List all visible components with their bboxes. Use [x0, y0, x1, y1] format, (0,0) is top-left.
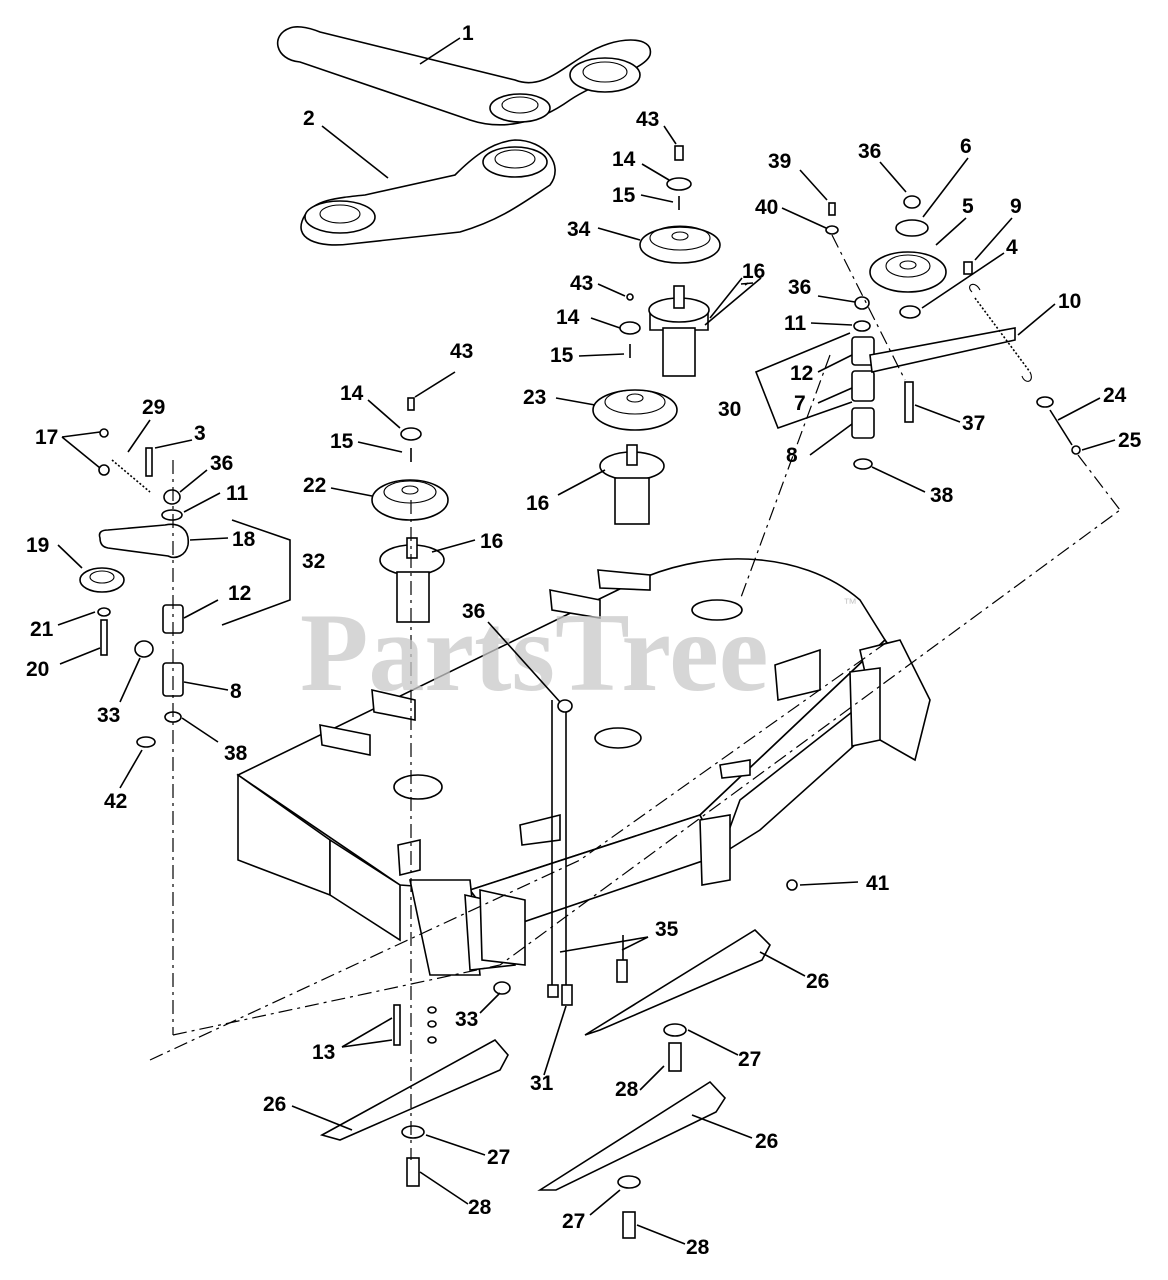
callout-30: 30 [718, 398, 741, 421]
callout-1: 1 [462, 22, 474, 45]
watermark-text: PartsTree [300, 591, 769, 715]
callout-15: 15 [612, 184, 636, 207]
callout-17: 17 [35, 426, 58, 449]
callout-42: 42 [104, 790, 127, 813]
callout-3: 3 [194, 422, 206, 445]
left-spindle-stack[interactable] [371, 397, 449, 623]
callout-27: 27 [738, 1048, 761, 1071]
blade-hardware[interactable] [401, 1023, 687, 1239]
callout-28: 28 [686, 1236, 710, 1259]
right-idler-assembly[interactable] [825, 195, 1081, 470]
callout-38: 38 [224, 742, 248, 765]
callout-12: 12 [790, 362, 813, 385]
callout-22: 22 [303, 474, 326, 497]
callout-43: 43 [570, 272, 593, 295]
callout-4: 4 [1006, 236, 1018, 259]
callout-33: 33 [455, 1008, 478, 1031]
callout-25: 25 [1118, 429, 1142, 452]
belt-lower[interactable] [300, 139, 556, 246]
callout-20: 20 [26, 658, 49, 681]
callout-14: 14 [556, 306, 580, 329]
belt-upper[interactable] [276, 26, 652, 126]
callout-16: 16 [480, 530, 503, 553]
left-idler-assembly[interactable] [79, 428, 190, 748]
callout-16: 16 [526, 492, 549, 515]
callout-15: 15 [550, 344, 574, 367]
callout-36: 36 [858, 140, 881, 163]
callout-28: 28 [468, 1196, 492, 1219]
callout-36: 36 [462, 600, 485, 623]
callout-38: 38 [930, 484, 954, 507]
callout-7: 7 [794, 392, 806, 415]
callout-5: 5 [962, 195, 974, 218]
callout-34: 34 [567, 218, 591, 241]
alignment-lines [149, 234, 1121, 1160]
mower-deck[interactable] [236, 558, 931, 976]
callout-40: 40 [755, 196, 778, 219]
callout-6: 6 [960, 135, 972, 158]
callout-26: 26 [755, 1130, 778, 1153]
callout-11: 11 [784, 312, 807, 335]
watermark-trademark: ™ [843, 595, 857, 611]
callout-27: 27 [562, 1210, 585, 1233]
callout-21: 21 [30, 618, 54, 641]
blade-right[interactable] [584, 928, 771, 1036]
deck-hardware[interactable] [393, 699, 798, 1046]
callout-24: 24 [1103, 384, 1127, 407]
callout-36: 36 [788, 276, 811, 299]
callout-8: 8 [230, 680, 242, 703]
callout-43: 43 [636, 108, 659, 131]
callout-2: 2 [303, 107, 315, 130]
center-spindle-stack[interactable] [592, 145, 721, 525]
callout-labels: 1 2 43 14 15 34 16 43 14 15 23 16 39 36 … [26, 22, 1142, 1259]
callout-12: 12 [228, 582, 251, 605]
callout-26: 26 [806, 970, 829, 993]
callout-32: 32 [302, 550, 325, 573]
callout-27: 27 [487, 1146, 510, 1169]
callout-14: 14 [612, 148, 636, 171]
callout-14: 14 [340, 382, 364, 405]
callout-10: 10 [1058, 290, 1081, 313]
callout-43: 43 [450, 340, 473, 363]
callout-13: 13 [312, 1041, 335, 1064]
callout-23: 23 [523, 386, 546, 409]
callout-29: 29 [142, 396, 165, 419]
callout-35: 35 [655, 918, 679, 941]
leader-lines [57, 37, 1116, 1245]
callout-19: 19 [26, 534, 49, 557]
callout-16: 16 [742, 260, 765, 283]
callout-31: 31 [530, 1072, 554, 1095]
blade-bottom[interactable] [537, 1080, 727, 1191]
callout-33: 33 [97, 704, 120, 727]
callout-26: 26 [263, 1093, 286, 1116]
callout-8: 8 [786, 444, 798, 467]
callout-37: 37 [962, 412, 985, 435]
callout-36: 36 [210, 452, 233, 475]
callout-39: 39 [768, 150, 791, 173]
callout-9: 9 [1010, 195, 1022, 218]
callout-15: 15 [330, 430, 354, 453]
callout-28: 28 [615, 1078, 639, 1101]
blade-left[interactable] [319, 1038, 509, 1141]
callout-41: 41 [866, 872, 890, 895]
callout-11: 11 [226, 482, 249, 505]
callout-18: 18 [232, 528, 256, 551]
